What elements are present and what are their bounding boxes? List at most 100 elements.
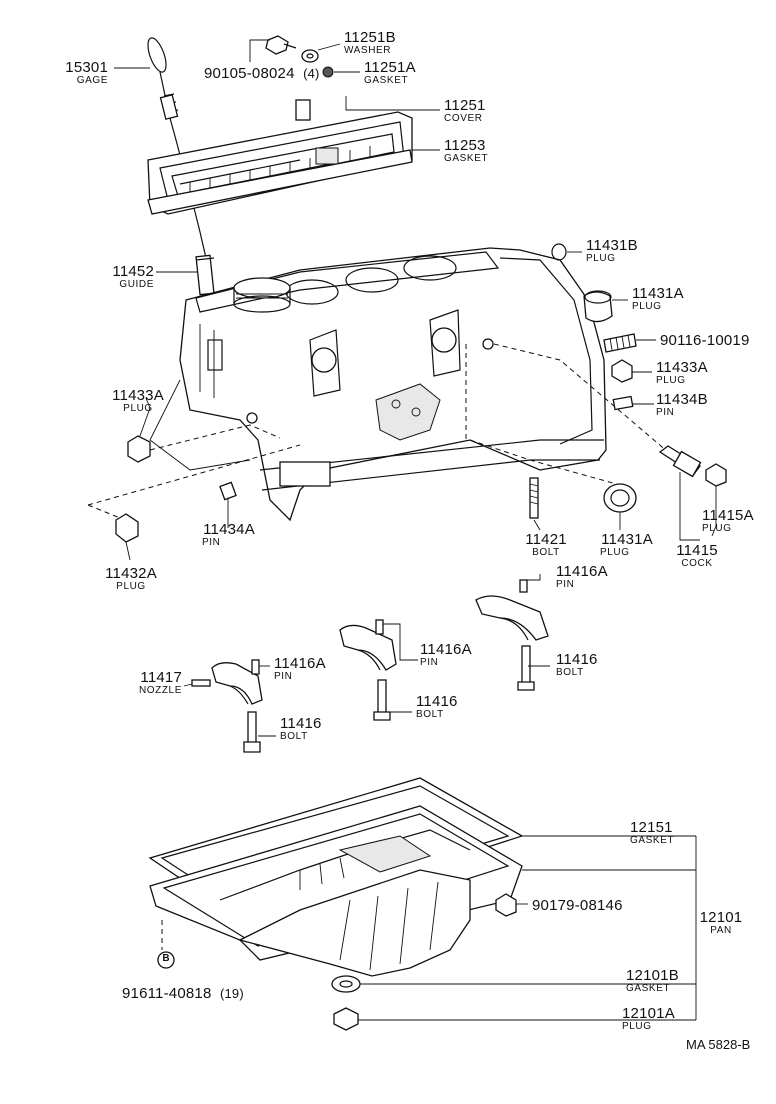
part-number: 11416	[280, 715, 322, 732]
part-name: PLUG	[702, 523, 732, 534]
part-name: PLUG	[600, 547, 630, 558]
part-number: 12101B	[626, 967, 679, 984]
part-number: 11251B	[344, 29, 396, 46]
label-stud: 90116-10019	[660, 333, 750, 348]
part-name: BOLT	[556, 667, 584, 678]
part-name: PLUG	[656, 375, 686, 386]
label-bolt-11421: 11421 BOLT	[522, 532, 570, 558]
part-name: PLUG	[622, 1021, 652, 1032]
label-cover-gasket: 11253 GASKET	[444, 138, 488, 164]
part-name: BOLT	[532, 547, 560, 558]
label-pin-11434b: 11434B PIN	[656, 392, 708, 418]
part-number: 90179-08146	[532, 897, 623, 914]
label-bolt-11416-mid: 11416 BOLT	[416, 694, 458, 720]
part-number: 12101	[699, 909, 743, 926]
part-name: PLUG	[632, 301, 662, 312]
part-number: 11417	[140, 669, 182, 686]
part-number: 11433A	[112, 387, 164, 404]
part-number: 11434A	[203, 521, 255, 538]
oil-gage-drawing	[147, 37, 207, 259]
part-name: GASKET	[626, 983, 671, 994]
part-number: 91611-40818	[122, 985, 212, 1002]
part-name: PIN	[656, 407, 675, 418]
reference-lines	[87, 343, 669, 521]
part-number: 11415	[676, 542, 718, 559]
label-plug-11431a-bottom: 11431A PLUG	[596, 532, 658, 558]
label-cover-gasket-small: 11251A GASKET	[364, 60, 416, 86]
part-number: 90105-08024	[204, 65, 295, 82]
part-number: 90116-10019	[660, 332, 750, 349]
label-drain-plug: 12101A PLUG	[622, 1006, 675, 1032]
right-side-parts	[529, 243, 727, 519]
part-name: PIN	[202, 537, 221, 548]
part-number: 15301	[65, 59, 108, 76]
label-pan: 12101 PAN	[698, 910, 744, 936]
label-nozzle: 11417 NOZZLE	[112, 670, 182, 696]
label-bolt-11416-left: 11416 BOLT	[280, 716, 322, 742]
part-quantity: (19)	[219, 986, 244, 1001]
part-name: GASKET	[630, 835, 675, 846]
part-name: COVER	[444, 113, 483, 124]
part-quantity: (4)	[303, 66, 320, 81]
label-pin-11416a-mid: 11416A PIN	[420, 642, 472, 668]
label-plug-11415a: 11415A PLUG	[702, 508, 754, 534]
part-name: GASKET	[364, 75, 409, 86]
part-number: 11431A	[632, 285, 684, 302]
part-number: 12151	[630, 819, 673, 836]
part-number: 11416A	[274, 655, 326, 672]
part-number: 11421	[525, 531, 567, 548]
part-number: 11253	[444, 137, 486, 154]
part-number: 11434B	[656, 391, 708, 408]
part-name: PIN	[556, 579, 575, 590]
label-bolt-11416-right: 11416 BOLT	[556, 652, 598, 678]
pan-screw-marker: B	[162, 953, 170, 964]
cover-fasteners-drawing	[265, 35, 334, 121]
label-pin-11434a: 11434A PIN	[198, 522, 260, 548]
cylinder-head-cover-drawing	[147, 111, 413, 215]
label-pin-11416a-top: 11416A PIN	[556, 564, 608, 590]
label-plug-11431b: 11431B PLUG	[586, 238, 638, 264]
bearing-caps	[191, 579, 549, 753]
part-number: 11251A	[364, 59, 416, 76]
left-side-parts	[115, 435, 237, 543]
part-name: PIN	[420, 657, 439, 668]
part-name: GASKET	[444, 153, 489, 164]
oil-pan-drawing	[148, 777, 524, 1031]
label-cover-bolt: 90105-08024 (4)	[204, 66, 320, 82]
label-pan-screw: 91611-40818 (19)	[122, 986, 244, 1002]
part-name: NOZZLE	[138, 685, 182, 696]
part-name: COCK	[681, 558, 713, 569]
part-name: GUIDE	[119, 279, 154, 290]
label-cock: 11415 COCK	[672, 543, 722, 569]
label-pin-11416a-left: 11416A PIN	[274, 656, 326, 682]
part-number: 11432A	[105, 565, 157, 582]
part-name: PLUG	[586, 253, 616, 264]
label-guide: 11452 GUIDE	[100, 264, 154, 290]
label-washer: 11251B WASHER	[344, 30, 396, 56]
label-pan-bolt: 90179-08146	[532, 898, 623, 913]
part-number: 11416A	[420, 641, 472, 658]
part-name: PIN	[274, 671, 293, 682]
part-number: 11251	[444, 97, 486, 114]
part-number: 11431B	[586, 237, 638, 254]
part-name: PLUG	[116, 581, 146, 592]
label-gage: 15301 GAGE	[52, 60, 108, 86]
label-plug-11431a-top: 11431A PLUG	[632, 286, 684, 312]
label-plug-11433a-left: 11433A PLUG	[108, 388, 168, 414]
part-number: 11452	[112, 263, 154, 280]
part-number: 11433A	[656, 359, 708, 376]
label-pan-gasket: 12151 GASKET	[630, 820, 674, 846]
part-name: BOLT	[280, 731, 308, 742]
label-plug-11433a-right: 11433A PLUG	[656, 360, 708, 386]
label-drain-gasket: 12101B GASKET	[626, 968, 679, 994]
part-name: GAGE	[76, 75, 108, 86]
part-name: BOLT	[416, 709, 444, 720]
part-number: 11416	[556, 651, 598, 668]
part-name: PLUG	[123, 403, 153, 414]
part-number: 11415A	[702, 507, 754, 524]
part-name: WASHER	[344, 45, 392, 56]
guide-drawing	[195, 254, 215, 296]
part-number: 11416	[416, 693, 458, 710]
leader-lines	[114, 39, 717, 1021]
